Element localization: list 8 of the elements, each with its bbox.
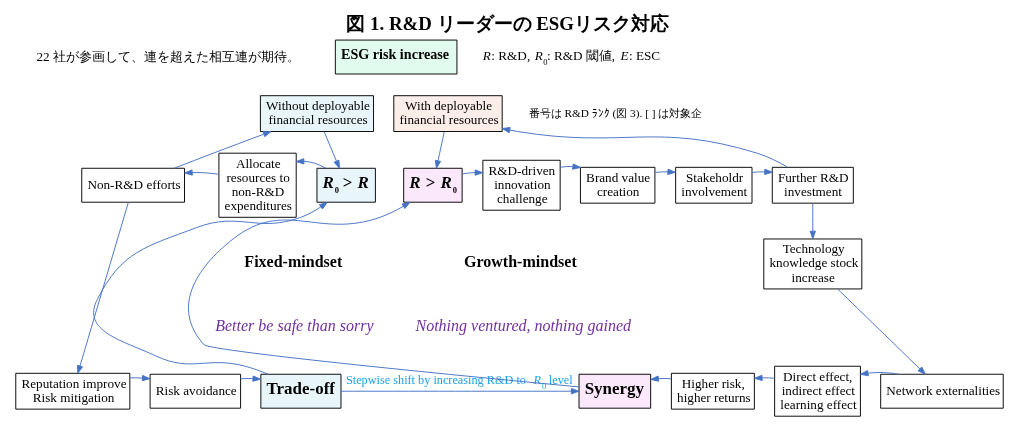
label: Better be safe than sorry [215,316,374,334]
label: R: R&D, R$_{0}$: R&D 閾値, E: ESC [482,47,661,67]
label: Growth-mindset [464,252,577,270]
label: 番号は R&D ﾗﾝｸ (図 3). [ ] は対象企 [528,106,703,119]
diagram-title: 図 1. R&D リーダーの ESGリスク対応 [346,12,670,34]
label: Fixed-mindset [244,252,343,270]
label: 22 社が参画して、連を超えた相互連が期待。 [36,48,300,64]
label: Nothing ventured, nothing gained [415,316,632,334]
